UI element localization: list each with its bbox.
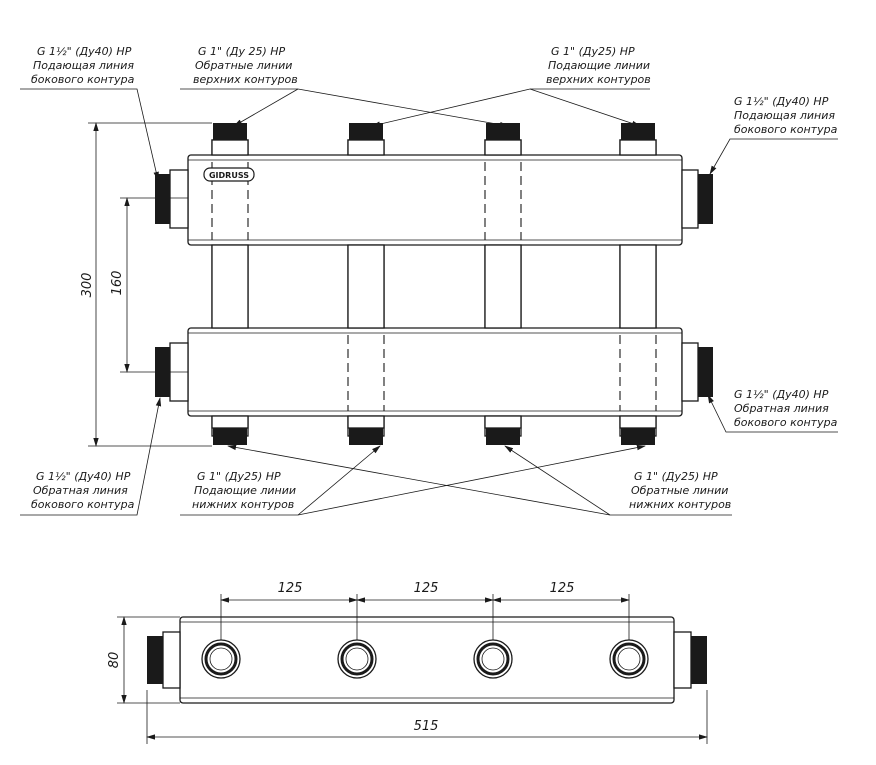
svg-text:G 1" (Ду25) НР: G 1" (Ду25) НР	[197, 470, 281, 483]
front-view: GIDRUSS 300 160 G 1½" (Ду40) НР Подающая…	[20, 45, 838, 516]
callout-top-mid-left: G 1" (Ду 25) НР Обратные линии верхних к…	[180, 45, 509, 128]
dimension-80-label: 80	[107, 652, 122, 669]
callout-right-upper: G 1½" (Ду40) НР Подающая линия бокового …	[709, 95, 838, 175]
svg-text:G 1½" (Ду40) НР: G 1½" (Ду40) НР	[734, 95, 829, 108]
svg-text:G 1½" (Ду40) НР: G 1½" (Ду40) НР	[37, 45, 132, 58]
svg-text:бокового контура: бокового контура	[734, 416, 838, 429]
lower-header	[187, 327, 683, 417]
side-thread-nozzles	[155, 169, 713, 402]
top-view-body	[179, 616, 675, 704]
callout-bottom-left: G 1½" (Ду40) НР Обратная линия бокового …	[20, 397, 162, 516]
top-view: 125 125 125 80 515	[107, 581, 708, 744]
port-3	[473, 639, 513, 679]
svg-text:бокового контура: бокового контура	[31, 73, 135, 86]
dimension-300-label: 300	[80, 273, 95, 298]
dimension-pitch: 125 125 125	[220, 581, 630, 640]
svg-text:Подающая линия: Подающая линия	[33, 59, 134, 72]
port-2	[337, 639, 377, 679]
pipe-segments	[211, 244, 657, 329]
callout-right-lower: G 1½" (Ду40) НР Обратная линия бокового …	[707, 388, 838, 433]
svg-text:Обратная линия: Обратная линия	[33, 484, 128, 497]
svg-text:Обратные линии: Обратные линии	[631, 484, 728, 497]
callout-top-mid-right: G 1" (Ду25) НР Подающие линии верхних ко…	[371, 45, 651, 127]
svg-text:Подающая линия: Подающая линия	[734, 109, 835, 122]
dimension-pitch-2-label: 125	[414, 581, 439, 596]
dimension-160-label: 160	[110, 271, 125, 296]
svg-text:G 1" (Ду 25) НР: G 1" (Ду 25) НР	[198, 45, 286, 58]
port-4	[609, 639, 649, 679]
svg-text:Обратные линии: Обратные линии	[195, 59, 292, 72]
brand-logo: GIDRUSS	[203, 167, 255, 182]
svg-text:верхних контуров: верхних контуров	[193, 73, 298, 86]
svg-text:бокового контура: бокового контура	[734, 123, 838, 136]
svg-text:бокового контура: бокового контура	[31, 498, 135, 511]
port-1	[201, 639, 241, 679]
callout-top-left: G 1½" (Ду40) НР Подающая линия бокового …	[20, 45, 159, 181]
svg-text:G 1½" (Ду40) НР: G 1½" (Ду40) НР	[36, 470, 131, 483]
brand-logo-text: GIDRUSS	[209, 171, 249, 180]
dimension-pitch-3-label: 125	[550, 581, 575, 596]
top-thread-nozzles	[211, 123, 657, 156]
bottom-thread-nozzles	[211, 415, 657, 445]
svg-text:Подающие линии: Подающие линии	[548, 59, 650, 72]
svg-text:Подающие линии: Подающие линии	[194, 484, 296, 497]
callout-bottom-mid-left: G 1" (Ду25) НР Подающие линии нижних кон…	[180, 444, 646, 516]
svg-text:Обратная линия: Обратная линия	[734, 402, 829, 415]
dimension-header-spacing: 160	[110, 197, 188, 373]
svg-text:нижних контуров: нижних контуров	[192, 498, 294, 511]
svg-text:верхних контуров: верхних контуров	[546, 73, 651, 86]
dimension-pitch-1-label: 125	[278, 581, 303, 596]
dimension-515-label: 515	[414, 719, 439, 734]
dimension-overall-height: 300	[80, 122, 212, 447]
svg-text:нижних контуров: нижних контуров	[629, 498, 731, 511]
upper-header	[187, 154, 683, 246]
svg-text:G 1" (Ду25) НР: G 1" (Ду25) НР	[634, 470, 718, 483]
callout-bottom-mid-right: G 1" (Ду25) НР Обратные линии нижних кон…	[227, 444, 732, 516]
svg-text:G 1" (Ду25) НР: G 1" (Ду25) НР	[551, 45, 635, 58]
dimension-overall-length: 515	[146, 690, 708, 744]
dimension-depth: 80	[107, 616, 180, 704]
svg-text:G 1½" (Ду40) НР: G 1½" (Ду40) НР	[734, 388, 829, 401]
